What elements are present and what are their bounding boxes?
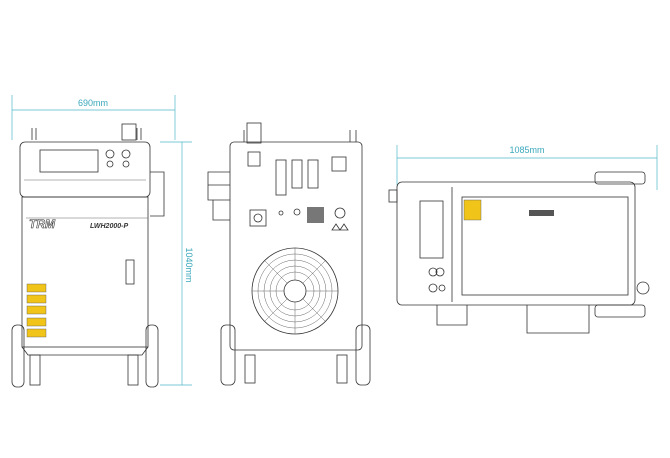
cooling-fan <box>251 247 339 335</box>
length-dimension: 1085mm <box>396 145 658 190</box>
top-view: 1085mm <box>388 145 658 334</box>
logo: TRM <box>29 217 56 231</box>
width-label: 690mm <box>78 98 108 108</box>
warning-labels <box>26 283 47 338</box>
height-label: 1040mm <box>184 247 194 282</box>
length-label: 1085mm <box>509 145 544 155</box>
front-view: 690mm 1040mm TRM LWH2000-P <box>11 95 194 388</box>
door-handle <box>125 259 135 285</box>
rear-view <box>207 122 371 386</box>
height-dimension: 1040mm <box>160 141 194 386</box>
width-dimension: 690mm <box>11 95 176 140</box>
model-label: LWH2000-P <box>90 223 128 230</box>
